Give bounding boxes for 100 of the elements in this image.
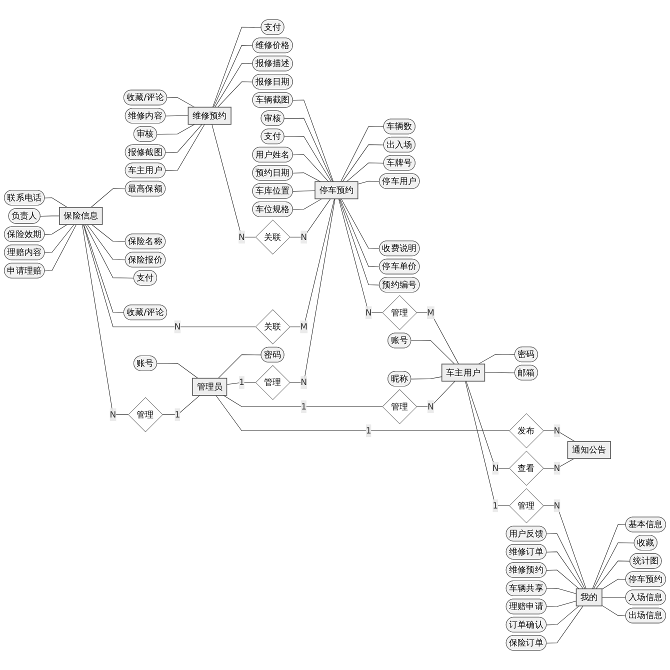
- connector: [602, 605, 626, 616]
- connector: [346, 162, 384, 182]
- connector: [289, 198, 336, 383]
- connector: [596, 560, 630, 590]
- edge-label: N: [365, 307, 372, 318]
- connector: [340, 126, 384, 182]
- connector: [338, 198, 382, 313]
- connector: [416, 380, 456, 407]
- connector: [90, 188, 126, 208]
- connector: [546, 606, 580, 626]
- connector: [218, 354, 262, 379]
- connector: [162, 395, 200, 415]
- connector: [284, 136, 332, 182]
- connector: [289, 198, 331, 238]
- connector: [213, 45, 253, 108]
- connector: [44, 224, 74, 253]
- edge-label: N: [110, 409, 116, 420]
- connector: [340, 198, 380, 268]
- connector: [216, 395, 510, 432]
- edge-label: N: [300, 232, 308, 242]
- node-diamond: 关联: [255, 309, 290, 344]
- connector: [543, 458, 574, 469]
- connector: [85, 224, 134, 278]
- connector: [592, 524, 626, 590]
- node-diamond: 管理: [255, 365, 290, 400]
- connector: [83, 224, 124, 313]
- connector: [484, 372, 516, 374]
- node-box: 停车预约: [314, 181, 358, 200]
- edge-label: N: [300, 377, 308, 388]
- connector: [358, 180, 380, 184]
- node-box: 管理员: [192, 378, 228, 396]
- edge-label: 1: [239, 377, 244, 388]
- edge-label: N: [554, 425, 560, 436]
- connector: [165, 124, 202, 153]
- node-box: 车主用户: [441, 364, 486, 382]
- connector: [602, 578, 626, 590]
- edge-label: M: [300, 321, 308, 332]
- connector: [44, 224, 68, 235]
- connector: [339, 198, 380, 286]
- connector: [546, 552, 584, 590]
- connector: [466, 380, 510, 469]
- connector: [223, 395, 382, 407]
- edge-label: N: [492, 462, 499, 474]
- connector: [83, 224, 256, 328]
- connector: [156, 362, 198, 379]
- node-box: 我的: [576, 588, 602, 606]
- edge-label: 1: [301, 401, 307, 412]
- connector: [543, 505, 586, 590]
- node-box: 保险信息: [59, 206, 103, 225]
- edge-label: N: [554, 462, 560, 474]
- connector: [289, 198, 335, 328]
- connector: [602, 597, 626, 598]
- connector: [91, 224, 126, 242]
- connector: [465, 380, 510, 506]
- connector: [86, 224, 126, 260]
- connector: [292, 154, 329, 182]
- connector: [546, 533, 586, 590]
- connector: [340, 198, 380, 249]
- connector: [410, 376, 442, 380]
- node-diamond: 关联: [255, 220, 290, 255]
- connector: [416, 312, 459, 364]
- node-diamond: 查看: [508, 450, 544, 486]
- edge-label: 1: [174, 409, 180, 420]
- connector: [546, 606, 584, 644]
- connector: [546, 588, 577, 594]
- connector: [82, 224, 128, 415]
- edge-label: 1: [492, 500, 498, 511]
- connector: [44, 197, 68, 208]
- edge-label: M: [426, 307, 434, 318]
- connector: [410, 340, 455, 364]
- connector: [593, 542, 635, 590]
- connector: [292, 172, 321, 182]
- connector: [226, 382, 256, 385]
- connector: [546, 600, 577, 607]
- connector: [44, 224, 77, 272]
- connector: [166, 97, 195, 108]
- connector: [284, 118, 333, 182]
- node-diamond: 管理: [382, 295, 418, 330]
- edge-label: N: [554, 500, 560, 511]
- node-box: 维修预约: [188, 106, 232, 125]
- connector: [546, 570, 580, 590]
- node-box: 通知公告: [567, 441, 611, 460]
- node-diamond: 发布: [508, 413, 544, 448]
- connector: [212, 26, 262, 108]
- connector: [212, 124, 256, 238]
- edge-label: N: [174, 321, 181, 332]
- connector: [342, 144, 384, 182]
- connector: [156, 124, 195, 135]
- node-diamond: 管理: [128, 397, 164, 432]
- connector: [165, 124, 205, 171]
- node-diamond: 管理: [508, 488, 544, 524]
- connector: [478, 354, 516, 364]
- edge-label: N: [238, 232, 245, 242]
- node-diamond: 管理: [382, 389, 418, 424]
- connector: [292, 100, 334, 182]
- edge-label: 1: [366, 425, 372, 436]
- connector: [292, 190, 316, 192]
- edge-label: N: [427, 401, 434, 412]
- connector: [217, 81, 253, 108]
- connector: [292, 198, 322, 210]
